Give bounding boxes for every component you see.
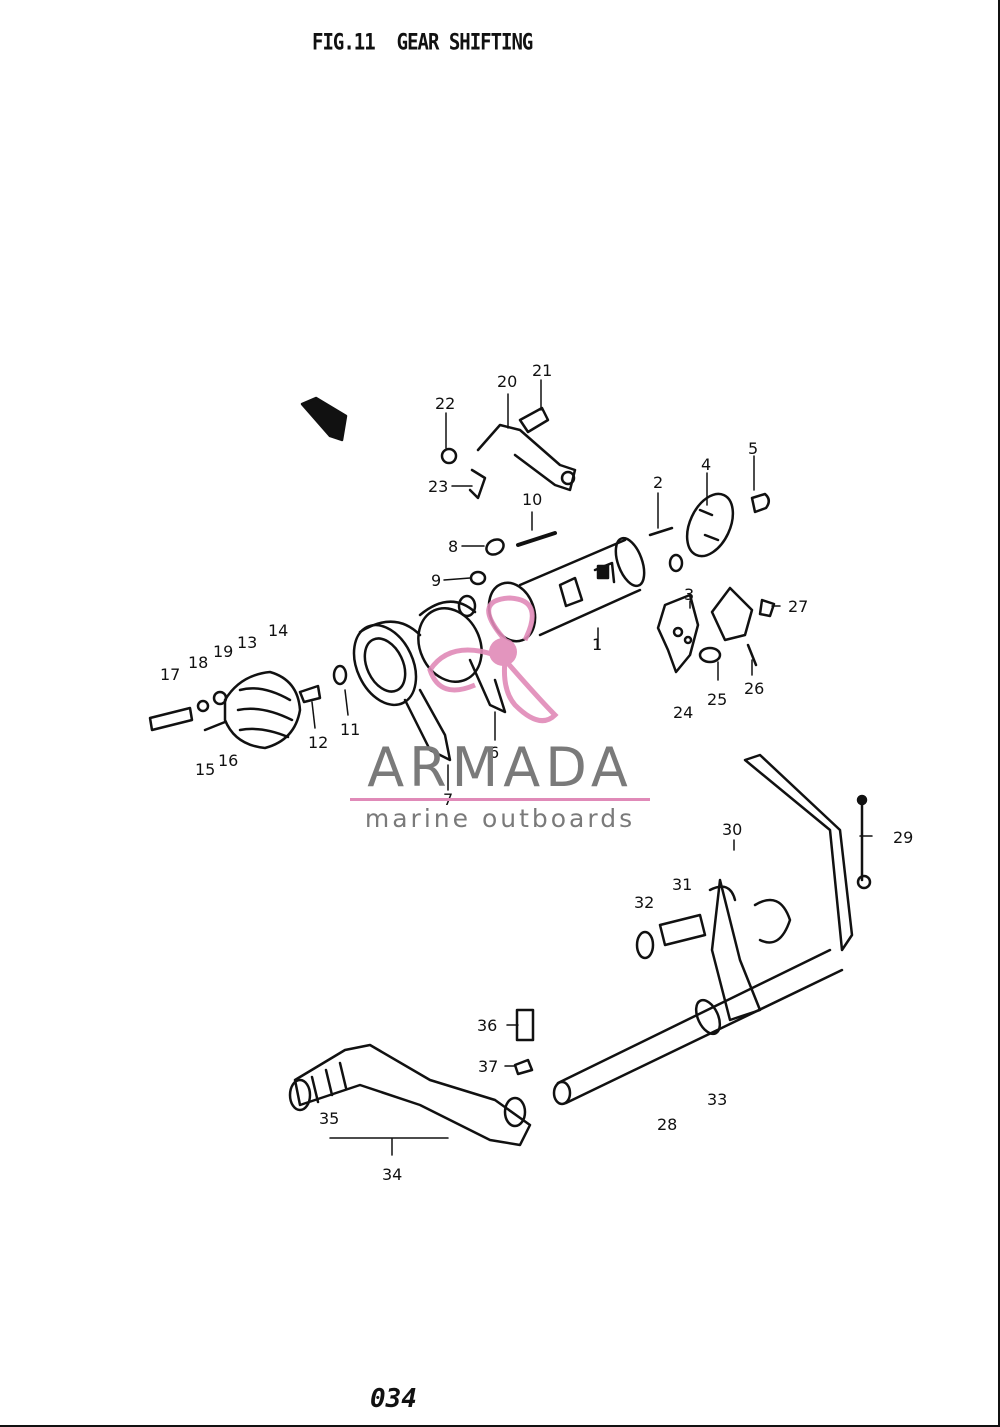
callout-3: 3 [684,585,694,604]
bolt-32 [635,913,707,960]
callout-22: 22 [435,394,455,413]
leader-lines [311,379,873,1156]
shift-fork-6 [417,594,507,714]
callout-12: 12 [308,733,328,752]
callout-labels: 1234567891011121314151617181920212223242… [160,361,913,1184]
figure-caption: GEAR SHIFTING [396,30,534,56]
callout-28: 28 [657,1115,677,1134]
callout-19: 19 [213,642,233,661]
roller-8 [485,538,505,556]
washer-11 [332,664,348,686]
callout-4: 4 [701,455,711,474]
gearshift-shaft-28 [552,753,854,1106]
callout-10: 10 [522,490,542,509]
page-number: 034 [370,1384,417,1414]
shift-drum [487,536,646,643]
callout-15: 15 [195,760,215,779]
spring-31 [708,885,737,902]
watermark-tagline: marine outboards [364,804,636,833]
gearshift-lever-34 [288,1043,532,1147]
callout-20: 20 [497,372,517,391]
shift-arm-20 [476,423,577,492]
cam-plate-4 [668,492,735,573]
watermark-brand: ARMADA [367,736,633,799]
callout-14: 14 [268,621,288,640]
stopper-plate-3 [656,593,700,674]
callout-31: 31 [672,875,692,894]
callout-1: 1 [592,635,602,654]
washer-19 [212,690,228,706]
shift-cover-13 [223,670,302,750]
stopper-arm-24 [698,586,758,667]
callout-16: 16 [218,751,238,770]
shaft-pin-10 [516,531,557,547]
callout-5: 5 [748,439,758,458]
callout-25: 25 [707,690,727,709]
washer-22 [440,447,458,465]
callout-21: 21 [532,361,552,380]
clip-23 [468,468,487,500]
callout-26: 26 [744,679,764,698]
callout-37: 37 [478,1057,498,1076]
callout-11: 11 [340,720,360,739]
figure-number: FIG.11 [312,30,376,56]
callout-30: 30 [722,820,742,839]
callout-29: 29 [893,828,913,847]
callout-9: 9 [431,571,441,590]
pin-21 [518,406,550,434]
callout-33: 33 [707,1090,727,1109]
clip-9 [469,570,487,586]
shift-fork-7 [352,620,452,762]
callout-13: 13 [237,633,257,652]
callout-17: 17 [160,665,180,684]
callout-36: 36 [477,1016,497,1035]
callout-24: 24 [673,703,693,722]
callout-2: 2 [653,473,663,492]
callout-32: 32 [634,893,654,912]
bolt-36 [515,1008,535,1042]
callout-8: 8 [448,537,458,556]
callout-34: 34 [382,1165,402,1184]
callout-18: 18 [188,653,208,672]
callout-27: 27 [788,597,808,616]
dowel-pin-2 [648,526,674,537]
nut-27 [758,598,776,618]
bolt-17 [148,706,194,732]
screw-15-16 [203,720,227,732]
washer-37 [513,1058,534,1076]
callout-23: 23 [428,477,448,496]
bolt-12 [298,684,322,704]
watermark-rule [350,798,650,801]
direction-arrow-icon [300,396,348,442]
callout-35: 35 [319,1109,339,1128]
figure-title: FIG.11 GEAR SHIFTING [312,30,534,56]
screw-5 [750,492,770,514]
propeller-icon [427,595,559,724]
washer-18 [196,699,210,713]
callout-6: 6 [489,743,499,762]
